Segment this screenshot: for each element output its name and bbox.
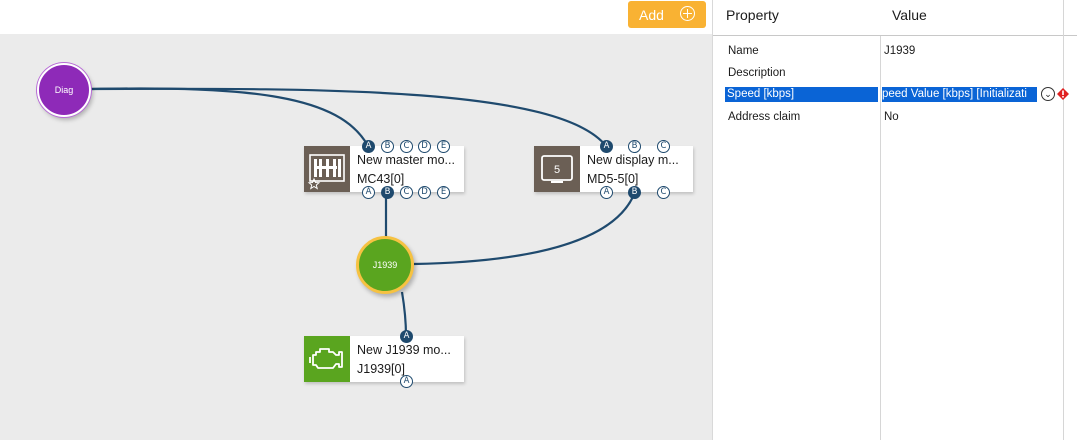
port-top[interactable]: A (600, 140, 613, 153)
panel-border (1063, 0, 1064, 440)
port-top[interactable]: B (381, 140, 394, 153)
chevron-down-icon[interactable]: ⌄ (1041, 87, 1055, 101)
property-row-speed[interactable]: Speed [kbps] peed Value [kbps] [Initiali… (713, 86, 1077, 106)
port-bottom[interactable]: B (381, 186, 394, 199)
port-bottom[interactable]: D (418, 186, 431, 199)
port-top[interactable]: C (400, 140, 413, 153)
diag-node-label: Diag (54, 85, 74, 95)
canvas-toolbar: Add (0, 0, 712, 34)
property-name: Name (728, 45, 759, 57)
property-value[interactable]: No (884, 111, 899, 123)
speed-value-input[interactable]: peed Value [kbps] [Initializati (882, 87, 1037, 102)
bus-node-label: J1939 (372, 260, 398, 270)
diag-node[interactable]: Diag (37, 63, 91, 117)
port-top[interactable]: D (418, 140, 431, 153)
module-subtitle: MC43[0] (357, 172, 405, 186)
port-bottom[interactable]: E (437, 186, 450, 199)
add-button-label: Add (639, 6, 664, 23)
plus-circle-icon (680, 6, 695, 21)
property-name: Address claim (728, 111, 801, 123)
module-title: New display m... (587, 153, 679, 167)
port-bottom[interactable]: C (400, 186, 413, 199)
port-top[interactable]: B (628, 140, 641, 153)
module-master[interactable]: New master mo... MC43[0] (304, 146, 464, 192)
port-top[interactable]: E (437, 140, 450, 153)
property-name: Description (728, 67, 786, 79)
property-panel: Property Value Name J1939 Description Sp… (713, 0, 1077, 440)
column-separator[interactable] (880, 36, 881, 440)
module-display[interactable]: 5 New display m... MD5-5[0] (534, 146, 693, 192)
wire-diag-to-display (90, 87, 607, 147)
module-j1939[interactable]: New J1939 mo... J1939[0] (304, 336, 464, 382)
module-title: New J1939 mo... (357, 343, 451, 357)
display-icon: 5 (534, 146, 580, 192)
port-bottom[interactable]: B (628, 186, 641, 199)
port-top[interactable]: A (362, 140, 375, 153)
display-icon-label: 5 (554, 164, 560, 176)
port-bottom[interactable]: C (657, 186, 670, 199)
property-grid-header: Property Value (713, 0, 1077, 36)
property-row-name[interactable]: Name J1939 (713, 42, 1077, 62)
wire-display-to-bus (413, 191, 637, 266)
property-column-header[interactable]: Property (726, 7, 779, 23)
master-controller-icon (304, 146, 350, 192)
j1939-bus-node[interactable]: J1939 (356, 236, 414, 294)
panel-splitter[interactable] (712, 0, 713, 440)
module-title: New master mo... (357, 153, 455, 167)
property-row-description[interactable]: Description (713, 64, 1077, 84)
port-bottom[interactable]: A (400, 375, 413, 388)
module-subtitle: J1939[0] (357, 362, 405, 376)
property-name-selected: Speed [kbps] (725, 87, 878, 102)
port-bottom[interactable]: A (600, 186, 613, 199)
module-subtitle: MD5-5[0] (587, 172, 639, 186)
value-column-header[interactable]: Value (892, 7, 927, 23)
error-icon (1057, 88, 1069, 100)
property-row-address-claim[interactable]: Address claim No (713, 108, 1077, 128)
port-top[interactable]: C (657, 140, 670, 153)
engine-icon (304, 336, 350, 382)
port-bottom[interactable]: A (362, 186, 375, 199)
port-top[interactable]: A (400, 330, 413, 343)
add-button[interactable]: Add (628, 1, 706, 28)
property-value[interactable]: J1939 (884, 45, 916, 57)
wire-diag-to-master (90, 87, 369, 147)
